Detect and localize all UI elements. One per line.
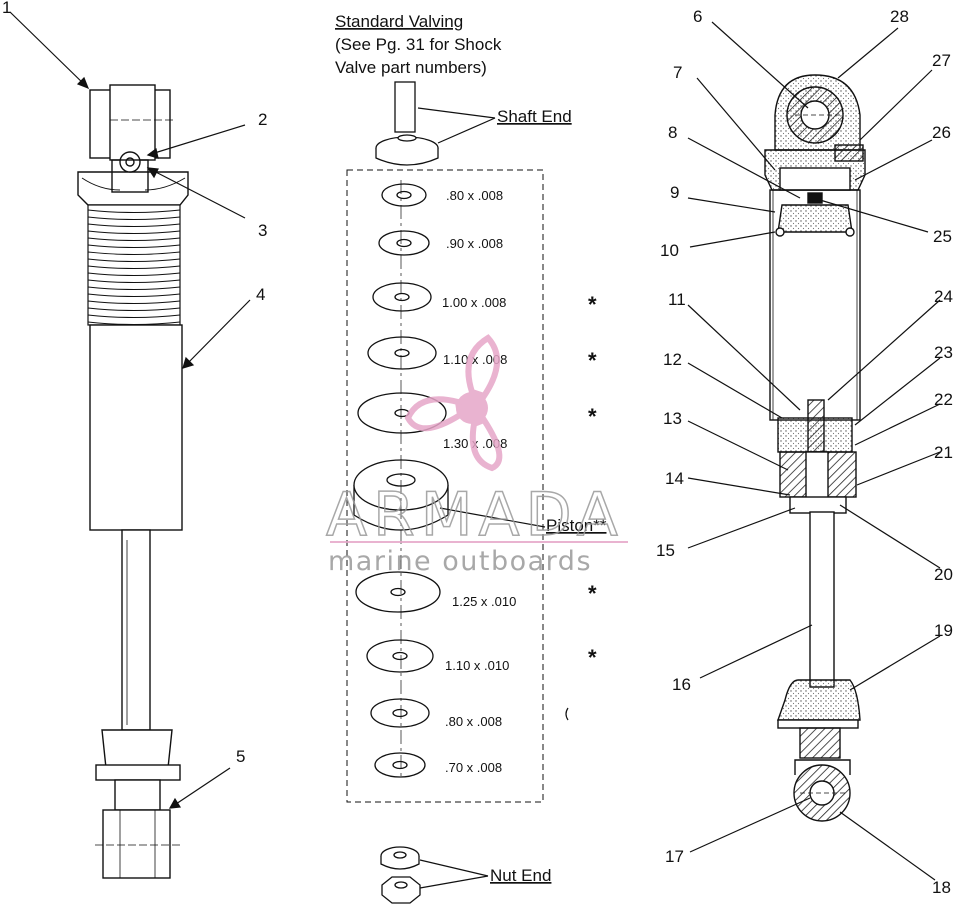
washer-2 (378, 230, 430, 256)
spring-coil (87, 265, 181, 270)
spring-coil (87, 272, 181, 277)
propeller-logo (404, 334, 503, 472)
spring-coil (87, 293, 181, 298)
shock-exterior-view (77, 84, 189, 879)
spring-coil (87, 209, 181, 214)
spring-coil (87, 237, 181, 242)
spring-coil (87, 251, 181, 256)
callout-14: 14 (665, 469, 684, 488)
nut-end-leader (419, 859, 489, 889)
washer-1 (381, 183, 427, 207)
washer-size-3: 1.00 x .008 (442, 295, 506, 310)
spring-coil (87, 314, 181, 319)
stray-mark (565, 707, 569, 721)
callout-1: 1 (2, 0, 11, 17)
callout-23: 23 (934, 343, 953, 362)
armada-watermark: ARMADA marine outboards (325, 334, 628, 577)
washer-9 (374, 752, 426, 778)
washer-size-9: .70 x .008 (445, 760, 502, 775)
right-callouts: 6 28 27 7 8 26 9 10 25 11 24 12 23 22 13… (656, 7, 953, 897)
washer-3 (372, 282, 432, 312)
callout-18: 18 (932, 878, 951, 897)
piston-label: Piston** (546, 516, 607, 535)
star-7: * (588, 645, 597, 670)
spring-coil (87, 286, 181, 291)
spring-coil (87, 223, 181, 228)
callout-22: 22 (934, 390, 953, 409)
star-3: * (588, 292, 597, 317)
callout-28: 28 (890, 7, 909, 26)
callout-11: 11 (668, 290, 686, 309)
shaft-end-leader (417, 107, 496, 144)
shaft-end-label: Shaft End (497, 107, 572, 126)
shaft-top (375, 81, 439, 166)
washer-labels: .80 x .008 .90 x .008 1.00 x .008 1.10 x… (442, 188, 516, 775)
callout-21: 21 (934, 443, 953, 462)
spring-coil (87, 244, 181, 249)
valving-note-line1: (See Pg. 31 for Shock (335, 35, 502, 54)
spring-coil (87, 300, 181, 305)
washer-size-8: .80 x .008 (445, 714, 502, 729)
left-callouts: 1 2 3 4 5 (2, 0, 267, 766)
spring-coils (87, 204, 181, 326)
shock-cutaway-view (764, 74, 866, 822)
callout-24: 24 (934, 287, 953, 306)
spring-coil (87, 307, 181, 312)
callout-7: 7 (673, 63, 682, 82)
right-leader-lines (687, 21, 941, 881)
callout-15: 15 (656, 541, 675, 560)
washer-6 (355, 571, 441, 613)
valving-header: Standard Valving (See Pg. 31 for Shock V… (335, 12, 502, 77)
brand-tagline: marine outboards (328, 546, 592, 577)
callout-27: 27 (932, 51, 951, 70)
callout-17: 17 (665, 847, 684, 866)
washer-stars: * * * * * (588, 292, 597, 670)
callout-26: 26 (932, 123, 951, 142)
valving-stack-box (346, 169, 544, 803)
star-4: * (588, 348, 597, 373)
star-6: * (588, 581, 597, 606)
washer-size-6: 1.25 x .010 (452, 594, 516, 609)
callout-19: 19 (934, 621, 953, 640)
washer-4 (367, 336, 437, 370)
star-5: * (588, 404, 597, 429)
valving-note-line2: Valve part numbers) (335, 58, 487, 77)
left-leader-lines (9, 11, 251, 809)
callout-25: 25 (933, 227, 952, 246)
spring-coil (87, 258, 181, 263)
callout-5: 5 (236, 747, 245, 766)
callout-3: 3 (258, 221, 267, 240)
nut-end-label: Nut End (490, 866, 551, 885)
callout-20: 20 (934, 565, 953, 584)
callout-8: 8 (668, 123, 677, 142)
callout-10: 10 (660, 241, 679, 260)
washer-size-1: .80 x .008 (446, 188, 503, 203)
washer-7 (366, 639, 434, 673)
callout-4: 4 (256, 285, 265, 304)
spring-coil (87, 216, 181, 221)
spring-coil (87, 230, 181, 235)
brand-text: ARMADA (326, 480, 624, 550)
callout-2: 2 (258, 110, 267, 129)
callout-9: 9 (670, 183, 679, 202)
callout-6: 6 (693, 7, 702, 26)
nut-end-parts (380, 846, 421, 904)
callout-12: 12 (663, 350, 682, 369)
callout-16: 16 (672, 675, 691, 694)
washer-size-7: 1.10 x .010 (445, 658, 509, 673)
washer-size-2: .90 x .008 (446, 236, 503, 251)
washer-8 (370, 698, 430, 728)
callout-13: 13 (663, 409, 682, 428)
spring-coil (87, 279, 181, 284)
washer-size-4: 1.10 x .008 (443, 352, 507, 367)
standard-valving-title: Standard Valving (335, 12, 463, 31)
